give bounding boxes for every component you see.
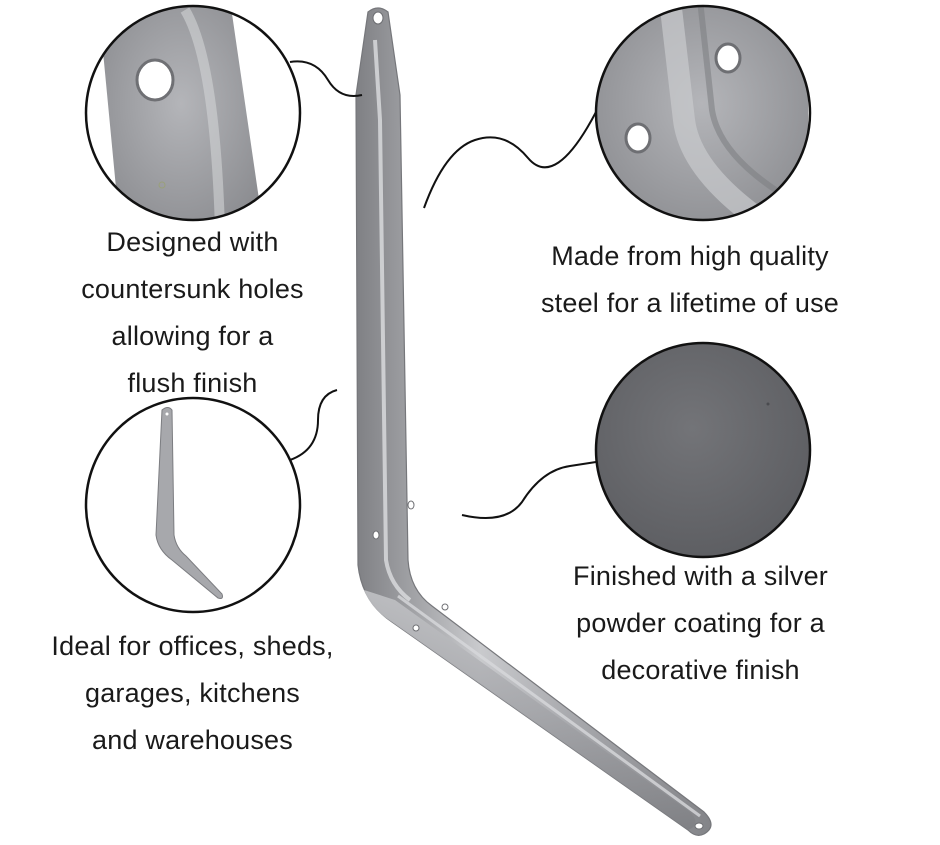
caption-line: countersunk holes	[81, 274, 304, 304]
caption-line: and warehouses	[92, 725, 293, 755]
feature-caption-countersunk: Designed with countersunk holes allowing…	[40, 219, 345, 407]
caption-line: Ideal for offices, sheds,	[51, 631, 334, 661]
caption-line: allowing for a	[111, 321, 274, 351]
bracket-thumbnail-icon	[84, 396, 302, 614]
connector-line	[461, 461, 597, 519]
caption-line: Made from high quality	[551, 241, 829, 271]
steel-detail-closeup-icon	[594, 4, 812, 222]
caption-line: garages, kitchens	[84, 678, 301, 708]
caption-line: Designed with	[106, 227, 279, 257]
powder-coating-swatch-icon	[594, 341, 812, 559]
countersunk-hole-closeup-icon	[84, 4, 302, 222]
caption-line: Finished with a silver	[573, 561, 828, 591]
feature-caption-coating: Finished with a silver powder coating fo…	[528, 553, 873, 694]
feature-caption-uses: Ideal for offices, sheds, garages, kitch…	[20, 623, 365, 764]
caption-line: steel for a lifetime of use	[540, 288, 840, 318]
connector-line	[423, 111, 597, 209]
shelf-bracket-icon	[355, 7, 712, 836]
caption-line: flush finish	[127, 368, 258, 398]
caption-line: decorative finish	[601, 655, 800, 685]
connector-line	[289, 60, 363, 97]
caption-line: powder coating for a	[576, 608, 825, 638]
feature-caption-steel: Made from high quality steel for a lifet…	[505, 233, 875, 327]
connector-line	[289, 389, 338, 461]
